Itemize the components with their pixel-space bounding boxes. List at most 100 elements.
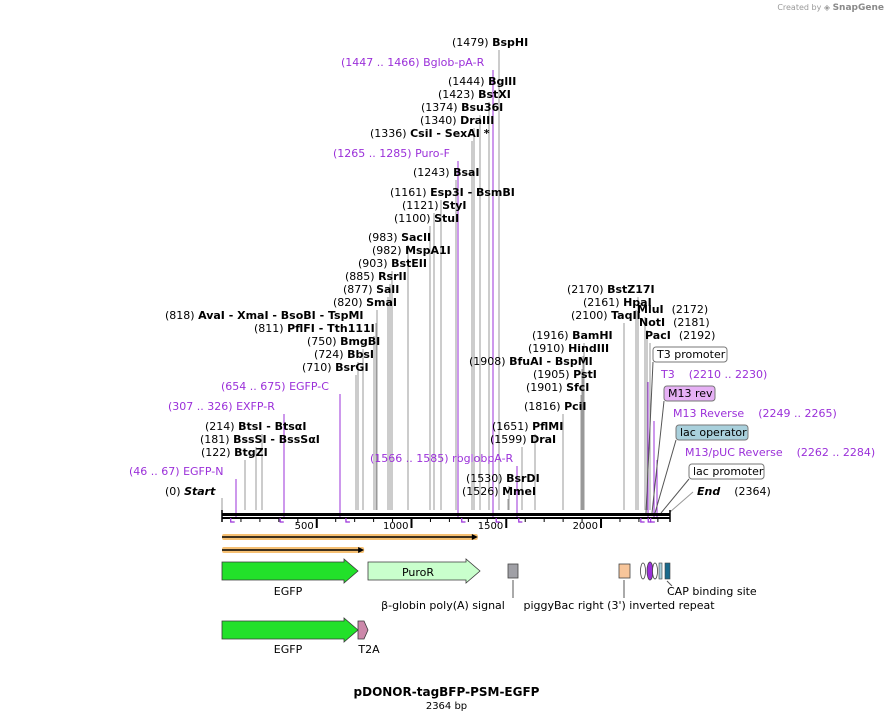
site-label-smai[interactable]: (820) SmaI bbox=[333, 296, 397, 309]
site-label-bmgbi[interactable]: (750) BmgBI bbox=[307, 335, 380, 348]
site-label-btgzi[interactable]: (122) BtgZI bbox=[201, 446, 268, 459]
primer-label-rbglobpa-r[interactable]: (1566 .. 1585) rbglobpA-R bbox=[370, 452, 514, 465]
site-label-mlui[interactable]: MluI(2172) bbox=[637, 303, 708, 316]
primer-site-mark bbox=[345, 518, 350, 523]
lac-feature-cluster[interactable]: CAP binding site bbox=[640, 561, 757, 598]
site-label-btsi-bts-i[interactable]: (214) BtsI - BtsαI bbox=[205, 420, 306, 433]
site-label-bsu36i[interactable]: (1374) Bsu36I bbox=[421, 101, 503, 114]
primer-label-m13-puc-reverse[interactable]: M13/pUC Reverse(2262 .. 2284) bbox=[685, 446, 875, 459]
ruler-label-1000: 1000 bbox=[383, 521, 408, 532]
site-label-bfuai-bspmi[interactable]: (1908) BfuAI - BspMI bbox=[469, 355, 593, 368]
ruler-label-1500: 1500 bbox=[478, 521, 503, 532]
puror-feature[interactable]: PuroR bbox=[367, 558, 481, 584]
feature-box-leader-lac-promoter bbox=[660, 478, 690, 514]
site-label-bsrgi[interactable]: (710) BsrGI bbox=[302, 361, 369, 374]
primer-site-mark bbox=[518, 518, 523, 523]
feature-track: EGFP PuroR EGFP T2A β-globin poly(A) signal p… bbox=[221, 534, 757, 656]
site-label-styi[interactable]: (1121) StyI bbox=[402, 199, 467, 212]
site-label-bsteii[interactable]: (903) BstEII bbox=[358, 257, 427, 270]
site-label-noti[interactable]: NotI(2181) bbox=[639, 316, 710, 329]
feature-box-lac-promoter[interactable]: lac promoter bbox=[688, 463, 765, 480]
feature-box-leader-m13-rev bbox=[651, 400, 665, 514]
site-label-stui[interactable]: (1100) StuI bbox=[394, 212, 459, 225]
site-label-sacii[interactable]: (983) SacII bbox=[368, 231, 431, 244]
primer-site-mark bbox=[279, 518, 284, 523]
puror-feature-label: PuroR bbox=[402, 566, 434, 579]
site-label-bsssi-bsss-i[interactable]: (181) BssSI - BssSαI bbox=[200, 433, 320, 446]
primer-label-m13-reverse[interactable]: M13 Reverse(2249 .. 2265) bbox=[673, 407, 837, 420]
site-label-esp3i-bsmbi[interactable]: (1161) Esp3I - BsmBI bbox=[390, 186, 515, 199]
t2a-feature-label: T2A bbox=[357, 643, 380, 656]
end-label: End(2364) bbox=[697, 485, 771, 498]
ruler-label-2000: 2000 bbox=[573, 521, 598, 532]
primer-label-egfp-c[interactable]: (654 .. 675) EGFP-C bbox=[221, 380, 329, 393]
snapgene-credit: Created by ◈ SnapGene bbox=[777, 3, 884, 13]
site-label-bstxi[interactable]: (1423) BstXI bbox=[438, 88, 511, 101]
feature-box-t3-promoter[interactable]: T3 promoter bbox=[652, 346, 728, 363]
polya-feature-label: β-globin poly(A) signal bbox=[381, 599, 505, 612]
site-label-sfci[interactable]: (1901) SfcI bbox=[526, 381, 589, 394]
primer-site-mark bbox=[461, 518, 466, 523]
start-label: (0) Start bbox=[165, 485, 216, 498]
site-label-pflmi[interactable]: (1651) PflMI bbox=[492, 420, 563, 433]
backbone-bottom-strand bbox=[222, 517, 670, 519]
site-label-draiii[interactable]: (1340) DraIII bbox=[420, 114, 494, 127]
ruler-label-500: 500 bbox=[295, 521, 314, 532]
site-label-drai[interactable]: (1599) DraI bbox=[490, 433, 556, 446]
primer-site-mark bbox=[650, 518, 655, 523]
site-label-hpai[interactable]: (2161) HpaI bbox=[583, 296, 652, 309]
primer-site-mark bbox=[640, 518, 645, 523]
credit-brand: SnapGene bbox=[832, 3, 884, 13]
map-title: pDONOR-tagBFP-PSM-EGFP bbox=[353, 685, 540, 699]
site-label-bglii[interactable]: (1444) BglII bbox=[448, 75, 516, 88]
egfp-feature-label: EGFP bbox=[274, 585, 303, 598]
site-leader-lines bbox=[221, 50, 694, 518]
site-label-mmei[interactable]: (1526) MmeI bbox=[462, 485, 536, 498]
site-label-csii-sexai[interactable]: (1336) CsiI - SexAI * bbox=[370, 127, 490, 140]
svg-text:lac promoter: lac promoter bbox=[693, 465, 764, 478]
egfp-feature-2-label: EGFP bbox=[274, 643, 303, 656]
piggybac-feature-label: piggyBac right (3') inverted repeat bbox=[523, 599, 715, 612]
primer-label-bglob-pa-r[interactable]: (1447 .. 1466) Bglob-pA-R bbox=[341, 56, 485, 69]
orf-bar-2[interactable] bbox=[222, 547, 365, 553]
site-label-rsrii[interactable]: (885) RsrII bbox=[345, 270, 407, 283]
feature-box-m13-rev[interactable]: M13 rev bbox=[663, 385, 716, 402]
credit-prefix: Created by bbox=[777, 3, 822, 12]
polya-feature[interactable]: β-globin poly(A) signal bbox=[381, 563, 519, 612]
t2a-feature[interactable]: T2A bbox=[357, 620, 380, 656]
end-leader bbox=[669, 491, 694, 513]
feature-box-lac-operator[interactable]: lac operator bbox=[675, 424, 749, 441]
piggybac-feature[interactable]: piggyBac right (3') inverted repeat bbox=[523, 563, 715, 612]
feature-box-leader-t3-promoter bbox=[645, 361, 654, 514]
site-label-bsrdi[interactable]: (1530) BsrDI bbox=[466, 472, 540, 485]
primer-label-puro-f[interactable]: (1265 .. 1285) Puro-F bbox=[333, 147, 450, 160]
site-labels: (1479) BspHI (1444) BglII(1423) BstXI(137… bbox=[129, 36, 875, 498]
map-length: 2364 bp bbox=[425, 701, 468, 712]
feature-box-leader-lac-operator bbox=[654, 439, 677, 514]
egfp-feature[interactable]: EGFP bbox=[221, 558, 359, 598]
site-label-hindiii[interactable]: (1910) HindIII bbox=[528, 342, 609, 355]
cap-binding-site-label: CAP binding site bbox=[667, 585, 757, 598]
primer-label-exfp-r[interactable]: (307 .. 326) EXFP-R bbox=[168, 400, 275, 413]
primer-label-t3[interactable]: T3(2210 .. 2230) bbox=[660, 368, 767, 381]
site-label-psti[interactable]: (1905) PstI bbox=[533, 368, 597, 381]
primer-label-egfp-n[interactable]: (46 .. 67) EGFP-N bbox=[129, 465, 223, 478]
site-label-bsphi[interactable]: (1479) BspHI bbox=[452, 36, 528, 49]
site-label-bbsi[interactable]: (724) BbsI bbox=[314, 348, 374, 361]
site-label-avai-xmai-bsobi-tspmi[interactable]: (818) AvaI - XmaI - BsoBI - TspMI bbox=[165, 309, 364, 322]
site-label-pflfi-tth111i[interactable]: (811) PflFI - Tth111I bbox=[254, 322, 375, 335]
orf-bar-1[interactable] bbox=[222, 534, 478, 540]
site-label-bamhi[interactable]: (1916) BamHI bbox=[532, 329, 613, 342]
egfp-feature-2[interactable]: EGFP bbox=[221, 617, 359, 656]
site-label-taqii[interactable]: (2100) TaqII bbox=[571, 309, 641, 322]
site-label-bsai[interactable]: (1243) BsaI bbox=[413, 166, 480, 179]
site-label-mspa1i[interactable]: (982) MspA1I bbox=[372, 244, 451, 257]
site-label-sali[interactable]: (877) SalI bbox=[343, 283, 399, 296]
site-label-bstz17i[interactable]: (2170) BstZ17I bbox=[567, 283, 655, 296]
primer-site-mark bbox=[230, 518, 235, 523]
site-label-paci[interactable]: PacI(2192) bbox=[645, 329, 715, 342]
backbone-top-strand bbox=[222, 513, 670, 516]
dna-backbone: 500 1000 1500 2000 bbox=[221, 510, 671, 532]
site-label-pcii[interactable]: (1816) PciI bbox=[524, 400, 587, 413]
